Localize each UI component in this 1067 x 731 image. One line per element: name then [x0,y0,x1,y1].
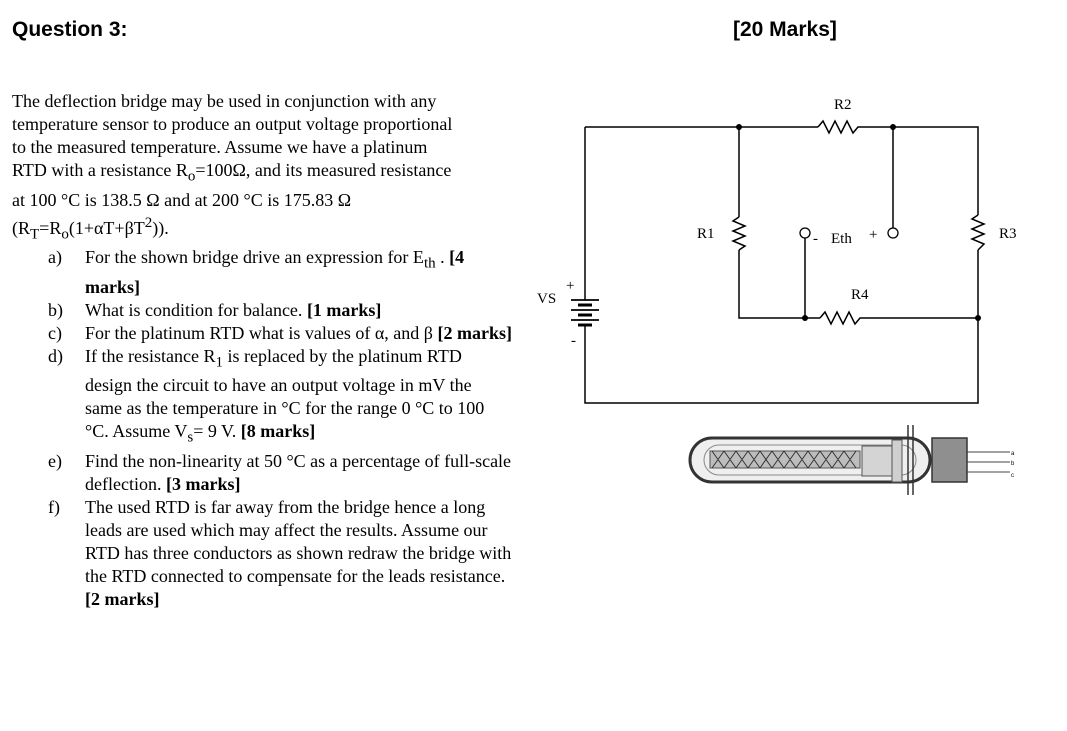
r4-resistor [819,310,876,326]
wire [876,126,979,215]
part-b: b)What is condition for balance. [1 mark… [48,299,382,320]
r2-resistor [817,119,876,135]
junction-dot [736,124,742,130]
rtd-flange [891,439,903,483]
rtd-leads [967,451,1010,473]
part-c: c)For the platinum RTD what is values of… [48,322,512,343]
vs-label: VS [537,291,556,307]
eth-negative-terminal [799,227,811,239]
eth-label: Eth [831,231,852,247]
wire [584,250,979,404]
r3-label: R3 [999,226,1017,242]
vs-minus-sign: - [571,333,576,349]
intro-line: RTD with a resistance Ro=100Ω, and its m… [12,160,452,185]
intro-line: The deflection bridge may be used in con… [12,91,437,111]
eth-positive-terminal [887,227,899,239]
vs-plus-sign: + [566,278,574,294]
lead-b-label: b [1011,461,1015,467]
junction-dot [975,315,981,321]
question-body: The deflection bridge may be used in con… [12,90,512,611]
lead-c-label: c [1011,473,1014,479]
r2-label: R2 [834,97,852,113]
marks-total: [20 Marks] [733,18,837,41]
rtd-inner-tube [703,444,917,476]
r1-label: R1 [697,226,715,242]
part-f: f)The used RTD is far away from the brid… [48,496,512,609]
r4-label: R4 [851,287,869,303]
part-a: a)For the shown bridge drive an expressi… [48,247,465,297]
intro-line: at 100 °C is 138.5 Ω and at 200 °C is 17… [12,189,352,210]
rtd-head [931,437,968,483]
lead-a-label: a [1011,451,1015,457]
question-parts: a)For the shown bridge drive an expressi… [12,246,512,611]
intro-line: to the measured temperature. Assume we h… [12,137,428,157]
r3-resistor [970,214,986,251]
vs-battery-icon [571,299,599,327]
question-title: Question 3: [12,18,128,41]
part-d: d)If the resistance R1 is replaced by th… [48,345,485,446]
eth-minus-sign: - [813,231,818,247]
rtd-equation: (RT=Ro(1+αT+βT2)). [12,214,169,243]
r1-resistor [731,216,747,251]
junction-dot [802,315,808,321]
eth-plus-sign: + [869,227,877,243]
intro-line: temperature sensor to produce an output … [12,114,453,134]
part-e: e)Find the non-linearity at 50 °C as a p… [48,450,512,494]
rtd-connector [861,445,893,477]
question-intro: The deflection bridge may be used in con… [12,90,512,246]
wire [738,250,820,319]
rtd-coil [711,450,857,469]
junction-dot [890,124,896,130]
